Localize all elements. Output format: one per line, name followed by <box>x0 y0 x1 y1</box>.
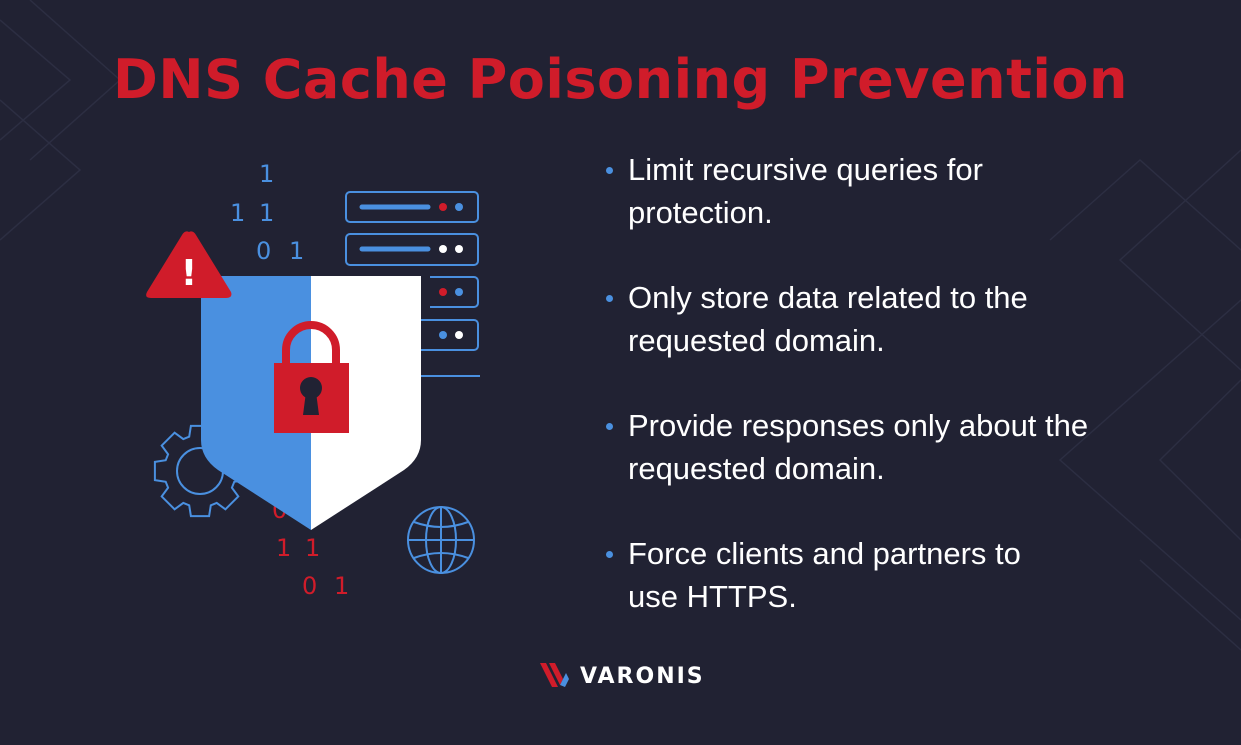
list-item-text: Force clients and partners to use HTTPS. <box>628 536 1021 614</box>
bullet-icon <box>606 167 613 174</box>
warning-icon: ! <box>146 231 232 298</box>
varonis-logo-mark <box>540 663 569 687</box>
binary-digit: 0 <box>256 237 271 265</box>
lock-icon <box>274 321 349 433</box>
warning-symbol: ! <box>181 253 197 294</box>
list-item-text: Provide responses only about the request… <box>628 408 1089 486</box>
binary-digit: 1 <box>259 199 274 227</box>
brand-name: VARONIS <box>580 663 705 689</box>
prevention-list: Limit recursive queries for protection. … <box>604 148 1118 660</box>
page-title: DNS Cache Poisoning Prevention <box>113 48 1128 111</box>
binary-top: 1 1 1 0 1 <box>230 160 304 265</box>
binary-digit: 1 <box>259 160 274 188</box>
bullet-icon <box>606 295 613 302</box>
illustration: 1 1 1 0 1 0 1 1 0 1 <box>146 160 480 600</box>
varonis-logo: VARONIS <box>538 661 705 691</box>
binary-digit: 0 <box>302 572 317 600</box>
binary-digit: 1 <box>289 237 304 265</box>
binary-digit: 1 <box>334 572 349 600</box>
bullet-icon <box>606 423 613 430</box>
list-item: Force clients and partners to use HTTPS. <box>604 532 1048 618</box>
globe-icon <box>407 506 475 574</box>
bullet-icon <box>606 551 613 558</box>
binary-digit: 1 <box>305 534 320 562</box>
binary-digit: 1 <box>230 199 245 227</box>
list-item: Limit recursive queries for protection. <box>604 148 998 234</box>
list-item-text: Limit recursive queries for protection. <box>628 152 983 230</box>
list-item: Only store data related to the requested… <box>604 276 1108 362</box>
list-item-text: Only store data related to the requested… <box>628 280 1028 358</box>
binary-digit: 1 <box>276 534 291 562</box>
shield-icon <box>201 276 421 530</box>
list-item: Provide responses only about the request… <box>604 404 1118 490</box>
binary-bottom: 0 1 1 0 1 <box>272 496 349 600</box>
server-icon <box>345 191 480 377</box>
server-lights <box>439 203 463 339</box>
